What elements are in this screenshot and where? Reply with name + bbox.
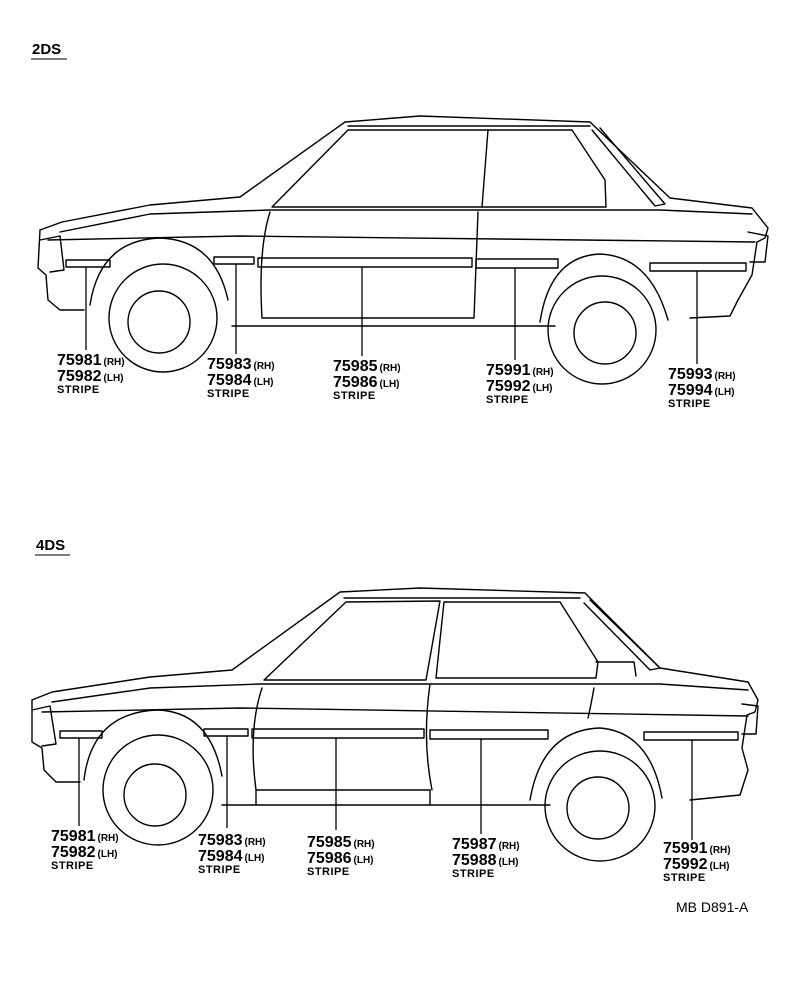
- stripe-rear-door: [429, 729, 549, 740]
- svg-text:75983(RH): 75983(RH): [207, 356, 275, 373]
- svg-text:STRIPE: STRIPE: [663, 872, 706, 884]
- svg-text:75983(RH): 75983(RH): [198, 832, 266, 849]
- svg-text:STRIPE: STRIPE: [486, 394, 529, 406]
- section-title-2ds: 2DS: [32, 41, 61, 58]
- callout-2ds-1: 75981(RH) 75982(LH) STRIPE: [57, 352, 125, 396]
- section-2ds: 2DS: [31, 41, 769, 410]
- leader-lines-2ds: [85, 264, 698, 364]
- callout-4ds-1: 75981(RH) 75982(LH) STRIPE: [51, 828, 119, 872]
- svg-text:STRIPE: STRIPE: [333, 390, 376, 402]
- svg-text:75984(LH): 75984(LH): [207, 372, 274, 389]
- svg-text:75982(LH): 75982(LH): [57, 368, 124, 385]
- svg-text:75994(LH): 75994(LH): [668, 382, 735, 399]
- stripe-front-rear-fender: [203, 728, 249, 737]
- callout-4ds-4: 75987(RH) 75988(LH) STRIPE: [452, 836, 520, 880]
- stripe-strips-2ds: [65, 256, 747, 272]
- car-4door-outline: [31, 587, 759, 862]
- stripe-rear: [649, 262, 747, 272]
- stripe-front-door: [251, 728, 425, 739]
- diagram-code: MB D891-A: [676, 899, 749, 915]
- section-title-4ds: 4DS: [36, 537, 65, 554]
- svg-text:STRIPE: STRIPE: [207, 388, 250, 400]
- svg-text:STRIPE: STRIPE: [307, 866, 350, 878]
- stripe-door: [257, 257, 473, 268]
- svg-text:75985(RH): 75985(RH): [307, 834, 375, 851]
- car-2door-outline: [37, 115, 769, 385]
- callout-2ds-5: 75993(RH) 75994(LH) STRIPE: [668, 366, 736, 410]
- svg-text:STRIPE: STRIPE: [198, 864, 241, 876]
- callout-2ds-4: 75991(RH) 75992(LH) STRIPE: [486, 362, 554, 406]
- svg-text:75986(LH): 75986(LH): [307, 850, 374, 867]
- stripe-rear: [643, 731, 739, 741]
- svg-text:75992(LH): 75992(LH): [486, 378, 553, 395]
- svg-text:STRIPE: STRIPE: [452, 868, 495, 880]
- svg-text:STRIPE: STRIPE: [57, 384, 100, 396]
- svg-text:75988(LH): 75988(LH): [452, 852, 519, 869]
- svg-text:75982(LH): 75982(LH): [51, 844, 118, 861]
- leader-lines-4ds: [78, 736, 693, 840]
- svg-text:75984(LH): 75984(LH): [198, 848, 265, 865]
- svg-text:75993(RH): 75993(RH): [668, 366, 736, 383]
- stripe-strips-4ds: [59, 728, 739, 741]
- svg-text:75991(RH): 75991(RH): [663, 840, 731, 857]
- callout-4ds-3: 75985(RH) 75986(LH) STRIPE: [307, 834, 375, 878]
- section-4ds: 4DS: [31, 537, 759, 884]
- callout-2ds-3: 75985(RH) 75986(LH) STRIPE: [333, 358, 401, 402]
- stripe-front-fender: [59, 730, 103, 739]
- svg-text:75986(LH): 75986(LH): [333, 374, 400, 391]
- svg-text:75981(RH): 75981(RH): [57, 352, 125, 369]
- stripe-front-fender: [65, 259, 111, 268]
- callout-4ds-5: 75991(RH) 75992(LH) STRIPE: [663, 840, 731, 884]
- stripe-quarter: [475, 258, 559, 269]
- callout-4ds-2: 75983(RH) 75984(LH) STRIPE: [198, 832, 266, 876]
- svg-text:STRIPE: STRIPE: [51, 860, 94, 872]
- svg-text:75981(RH): 75981(RH): [51, 828, 119, 845]
- svg-text:75985(RH): 75985(RH): [333, 358, 401, 375]
- svg-text:STRIPE: STRIPE: [668, 398, 711, 410]
- callout-2ds-2: 75983(RH) 75984(LH) STRIPE: [207, 356, 275, 400]
- svg-text:75987(RH): 75987(RH): [452, 836, 520, 853]
- svg-text:75992(LH): 75992(LH): [663, 856, 730, 873]
- stripe-front-rear-fender: [213, 256, 255, 265]
- svg-text:75991(RH): 75991(RH): [486, 362, 554, 379]
